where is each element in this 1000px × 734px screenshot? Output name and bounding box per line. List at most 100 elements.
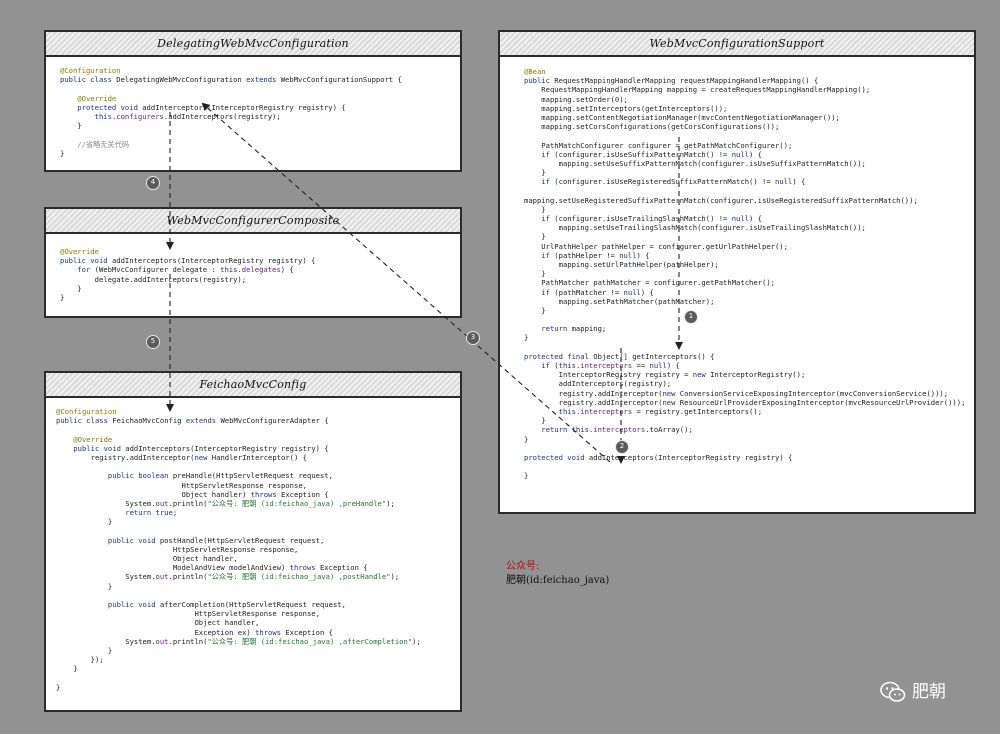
code-line: if (pathHelper != null) { [524,250,650,260]
code-line: delegate.addInterceptors(registry); [60,274,247,284]
code-line [56,462,421,471]
code-line [60,84,402,93]
code-line: mapping.setOrder(0); [524,94,628,104]
code-line: mapping.setUseSuffixPatternMatch(configu… [524,158,866,168]
code-line: } [524,269,546,279]
code-line [524,444,965,453]
step-badge-5: 5 [146,335,160,349]
code-line: if (this.interceptors == null) { [524,361,680,370]
wechat-icon [880,681,906,702]
code-line: mapping.setCorsConfigurations(getCorsCon… [524,122,780,132]
code-line [56,591,421,600]
code-line: } [524,333,529,343]
code-line [524,131,965,140]
code-line [56,526,421,535]
code-line: UrlPathHelper pathHelper = configurer.ge… [524,241,788,251]
code-line: ModelAndView modelAndView) throws Except… [56,563,368,573]
code-line: Exception ex) throws Exception { [56,627,333,637]
code-line: @Configuration [56,407,117,416]
code-line [60,130,402,139]
code-line: } [524,204,546,214]
code-line: public void afterCompletion(HttpServletR… [56,599,346,609]
code-line: registry.addInterceptor(new HandlerInter… [56,452,307,462]
watermark: 肥朝 [880,681,946,703]
code-line [524,462,965,471]
code-line: mapping.setPathMatcher(pathMatcher); [524,296,715,306]
code-line: } [56,581,113,591]
code-line: @Override [60,247,99,256]
watermark-text: 肥朝 [912,682,946,702]
code-line: public class FeichaoMvcConfig extends We… [56,416,329,426]
code-line: public boolean preHandle(HttpServletRequ… [56,471,333,481]
step-badge-4: 4 [146,176,160,190]
code-line: public void addInterceptors(InterceptorR… [60,256,316,266]
code-line: this.configurers.addInterceptors(registr… [60,111,281,121]
code-line: mapping.setUseRegisteredSuffixPatternMat… [524,195,918,205]
code-line: HttpServletResponse response, [56,609,320,619]
code-line: HttpServletResponse response, [56,480,307,490]
code-line: public RequestMappingHandlerMapping requ… [524,76,819,86]
code-line: if (configurer.isUseSuffixPatternMatch()… [524,149,763,159]
code-line: } [60,292,65,302]
code-line: protected final Object[] getInterceptors… [524,351,715,361]
code-line: registry.addInterceptor(new ConversionSe… [524,388,949,398]
code-line: } [56,664,78,674]
code-line: } [524,416,546,426]
code-line: } [60,283,82,293]
code-line [524,315,965,324]
code-line: } [56,645,113,655]
code-line: @Bean [524,67,546,76]
panel-title: WebMvcConfigurationSupport [500,32,974,57]
code-line: } [60,121,82,131]
code-line [56,425,421,434]
code-line [56,673,421,682]
note-name: 肥朝(id:feichao_java) [506,575,610,586]
code-line: } [524,434,529,444]
code-line: System.out.println("公众号: 肥朝 (id:feichao_… [56,572,400,582]
step-badge-2: 2 [615,440,629,454]
code-line: mapping.setInterceptors(getInterceptors(… [524,103,728,113]
code-line: InterceptorRegistry registry = new Inter… [524,370,806,380]
code-line [524,343,965,352]
code-line: }); [56,655,104,665]
code-line [524,186,965,195]
code-line: @Configuration [60,66,121,75]
panel-title: DelegatingWebMvcConfiguration [46,32,460,57]
code-line: public class DelegatingWebMvcConfigurati… [60,75,402,85]
step-badge-1: 1 [684,310,698,324]
code-line: @Override [56,434,113,444]
code-line: } [56,517,113,527]
code-line: return true; [56,508,178,518]
code-line: public void postHandle(HttpServletReques… [56,535,325,545]
code-line: if (configurer.isUseRegisteredSuffixPatt… [524,177,806,187]
step-badge-3: 3 [466,331,480,345]
code-line: } [524,471,529,481]
code-line: if (configurer.isUseTrailingSlashMatch()… [524,214,763,223]
code-line: mapping.setUseTrailingSlashMatch(configu… [524,223,866,233]
panel-delegating-webmvc-configuration: DelegatingWebMvcConfiguration @Configura… [44,30,462,172]
code-line: Object handler, [56,618,260,628]
code-line: this.interceptors = registry.getIntercep… [524,406,763,416]
code-line: System.out.println("公众号: 肥朝 (id:feichao_… [56,498,395,508]
code-line: System.out.println("公众号: 肥朝 (id:feichao_… [56,636,421,646]
panel-title: WebMvcConfigurerComposite [46,209,460,234]
code-line: mapping.setContentNegotiationManager(mvc… [524,112,840,122]
code-line: for (WebMvcConfigurer delegate : this.de… [60,265,294,275]
code-line: //省略无关代码 [60,139,130,149]
code-line: public void addInterceptors(InterceptorR… [56,443,329,453]
code-line: @Override [60,93,117,103]
code-line: } [524,168,546,178]
code-line: } [56,682,61,692]
panel-title: FeichaoMvcConfig [46,373,460,398]
code-line: } [524,305,546,315]
code-line: } [60,148,65,158]
code-line: protected void addInterceptors(Intercept… [60,102,346,112]
code-line: RequestMappingHandlerMapping mapping = c… [524,85,871,95]
author-note: 公众号: 肥朝(id:feichao_java) [506,560,609,588]
code-line: addInterceptors(registry); [524,379,672,389]
